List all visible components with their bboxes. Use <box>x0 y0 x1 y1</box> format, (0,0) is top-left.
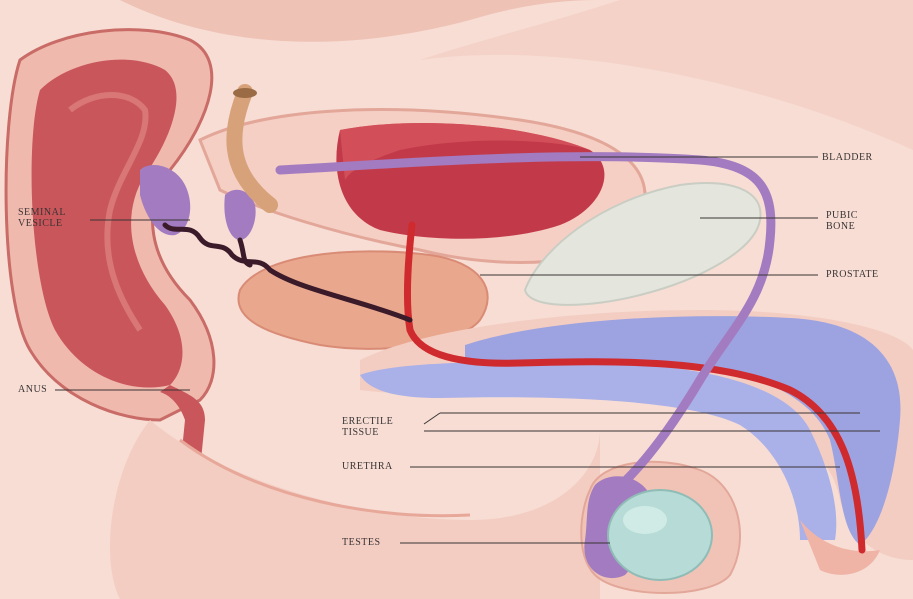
label-erectile-tissue-line1: ERECTILE <box>342 416 393 427</box>
ureter-opening <box>233 88 257 98</box>
label-pubic-bone-line1: PUBIC <box>826 210 858 221</box>
testis <box>608 490 712 580</box>
label-bladder: BLADDER <box>822 152 873 163</box>
label-seminal-vesicle-line1: SEMINAL <box>18 207 66 218</box>
label-pubic-bone: PUBIC BONE <box>826 210 858 232</box>
label-seminal-vesicle: SEMINAL VESICLE <box>18 207 66 229</box>
label-erectile-tissue: ERECTILE TISSUE <box>342 416 393 438</box>
label-testes: TESTES <box>342 537 381 548</box>
label-seminal-vesicle-line2: VESICLE <box>18 218 66 229</box>
label-anus: ANUS <box>18 384 47 395</box>
label-pubic-bone-line2: BONE <box>826 221 858 232</box>
label-erectile-tissue-line2: TISSUE <box>342 427 393 438</box>
label-prostate: PROSTATE <box>826 269 879 280</box>
testis-highlight <box>623 506 667 534</box>
label-urethra: URETHRA <box>342 461 393 472</box>
